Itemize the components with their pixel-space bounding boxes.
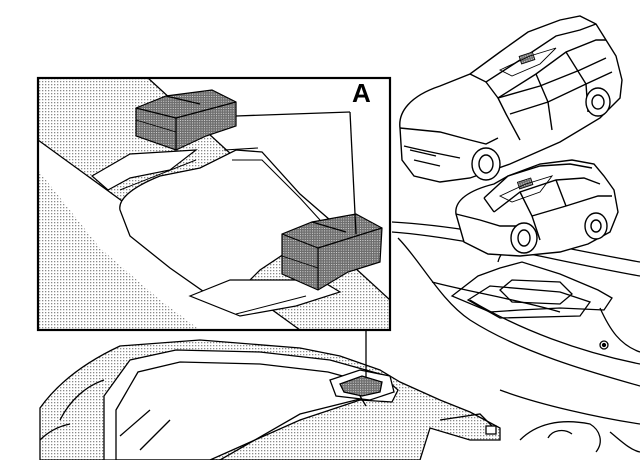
lower-attachment-clip	[281, 213, 383, 291]
detail-inset	[36, 76, 392, 332]
sunroof-frame	[39, 339, 501, 461]
callout-lines	[235, 111, 357, 235]
headliner-panel	[391, 221, 640, 453]
wagon-car-icon	[399, 15, 623, 183]
inset-border	[36, 76, 392, 332]
callout-label-a: A	[352, 78, 371, 108]
upper-attachment-clip	[135, 89, 237, 151]
sedan-car-icon	[455, 159, 619, 257]
